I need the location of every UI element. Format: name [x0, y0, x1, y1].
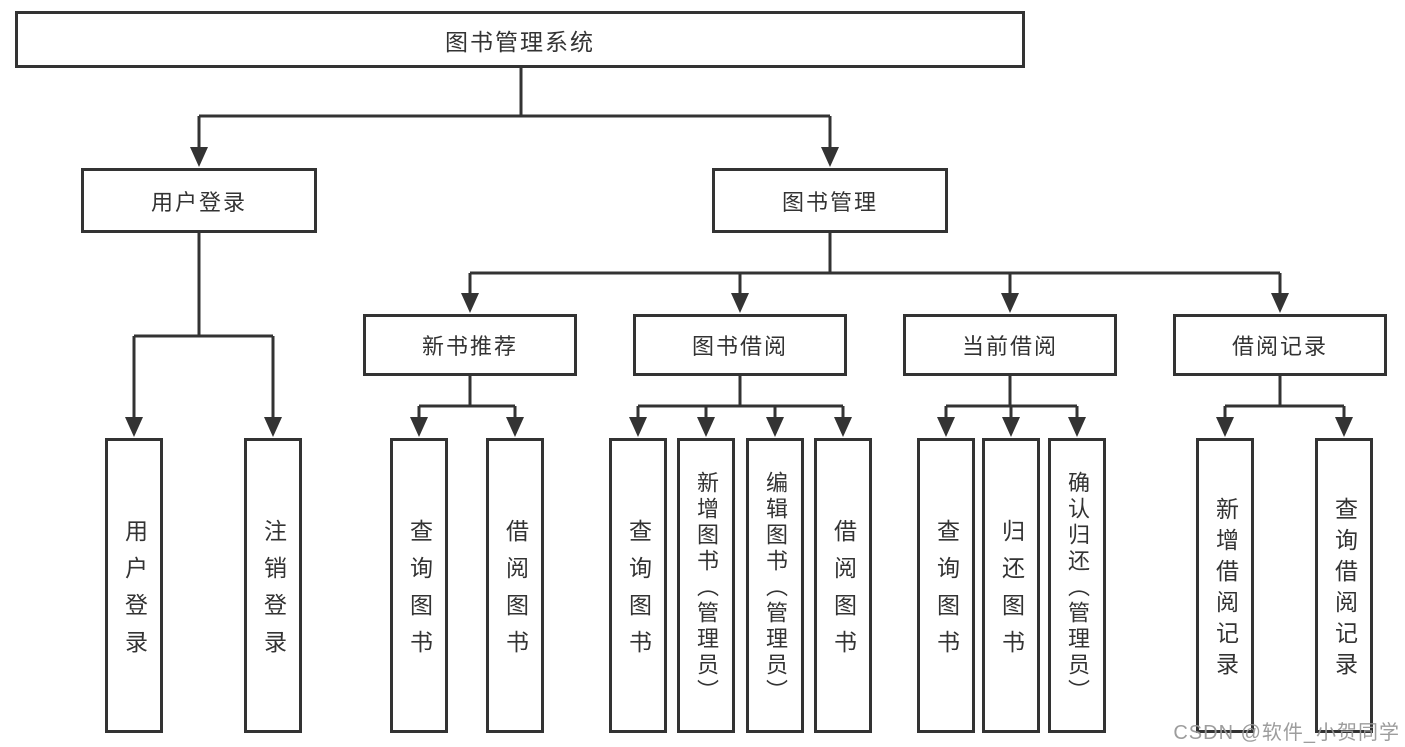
leaf-borrow-borrow-books-label: 借阅图书: [830, 518, 857, 667]
leaf-user-login-label: 用户登录: [121, 518, 148, 667]
leaf-borrow-edit-books-admin: 编辑图书（管理员）: [746, 438, 804, 733]
leaf-newbook-borrow-books-label: 借阅图书: [502, 518, 529, 667]
leaf-current-return-books-label: 归还图书: [998, 518, 1025, 667]
leaf-newbook-query-books: 查询图书: [390, 438, 448, 733]
leaf-current-query-books: 查询图书: [917, 438, 975, 733]
leaf-record-add-borrow-record: 新增借阅记录: [1196, 438, 1254, 733]
leaf-current-confirm-return-admin-label: 确认归还（管理员）: [1065, 470, 1090, 705]
leaf-record-query-borrow-record-label: 查询借阅记录: [1331, 496, 1358, 683]
node-root-label: 图书管理系统: [445, 28, 595, 55]
leaf-borrow-add-books-admin: 新增图书（管理员）: [677, 438, 735, 733]
leaf-logout-label: 注销登录: [260, 518, 287, 667]
leaf-current-confirm-return-admin: 确认归还（管理员）: [1048, 438, 1106, 733]
node-user-login-label: 用户登录: [150, 189, 247, 215]
leaf-record-add-borrow-record-label: 新增借阅记录: [1212, 496, 1239, 683]
node-current-borrow-label: 当前借阅: [961, 334, 1058, 359]
leaf-current-return-books: 归还图书: [982, 438, 1040, 733]
leaf-logout: 注销登录: [244, 438, 302, 733]
leaf-borrow-add-books-admin-label: 新增图书（管理员）: [694, 470, 719, 705]
node-borrow-record: 借阅记录: [1173, 314, 1387, 376]
leaf-borrow-query-books: 查询图书: [609, 438, 667, 733]
node-root: 图书管理系统: [15, 11, 1025, 68]
leaf-borrow-query-books-label: 查询图书: [625, 518, 652, 667]
leaf-user-login: 用户登录: [105, 438, 163, 733]
node-book-borrow: 图书借阅: [633, 314, 847, 376]
node-book-management-label: 图书管理: [781, 189, 878, 215]
leaf-borrow-edit-books-admin-label: 编辑图书（管理员）: [763, 470, 788, 705]
leaf-record-query-borrow-record: 查询借阅记录: [1315, 438, 1373, 733]
leaf-newbook-query-books-label: 查询图书: [406, 518, 433, 667]
leaf-current-query-books-label: 查询图书: [933, 518, 960, 667]
node-borrow-record-label: 借阅记录: [1231, 334, 1328, 359]
node-new-book-recommend-label: 新书推荐: [421, 334, 518, 359]
node-current-borrow: 当前借阅: [903, 314, 1117, 376]
node-book-management: 图书管理: [712, 168, 948, 233]
leaf-newbook-borrow-books: 借阅图书: [486, 438, 544, 733]
watermark-text: CSDN @软件_小贺同学: [1173, 722, 1400, 744]
node-new-book-recommend: 新书推荐: [363, 314, 577, 376]
node-book-borrow-label: 图书借阅: [691, 334, 788, 359]
leaf-borrow-borrow-books: 借阅图书: [814, 438, 872, 733]
node-user-login: 用户登录: [81, 168, 317, 233]
